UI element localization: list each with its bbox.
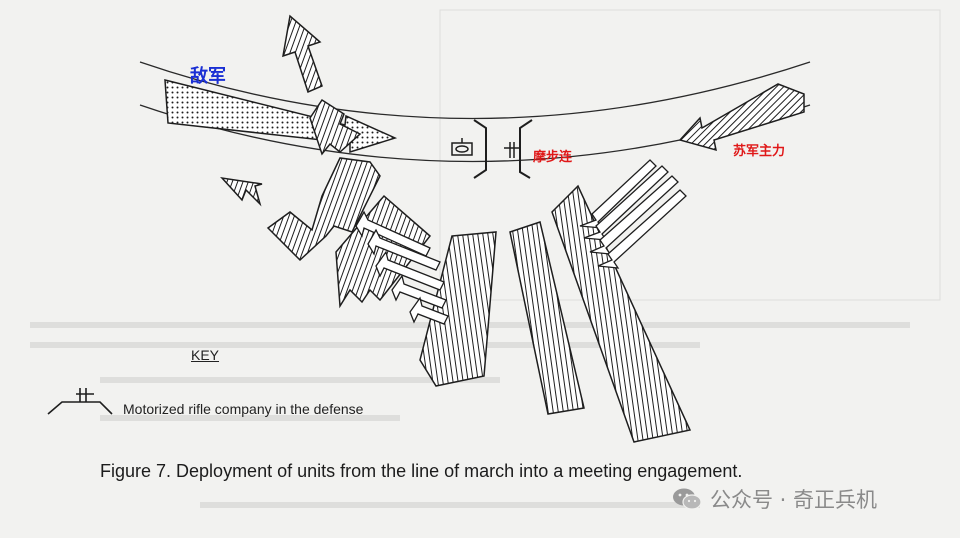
deployment-arrows-left	[355, 210, 449, 325]
key-title: KEY	[191, 347, 220, 363]
key-symbol	[47, 388, 113, 415]
watermark: 公众号 · 奇正兵机	[672, 484, 877, 514]
key-symbol-description: Motorized rifle company in the defense	[123, 401, 364, 417]
watermark-text: 公众号 · 奇正兵机	[710, 488, 878, 512]
enemy-advance-arrow	[164, 79, 398, 154]
company-symbol-right	[519, 119, 533, 179]
wechat-icon	[673, 488, 702, 510]
hq-symbol	[451, 138, 473, 156]
main-force-label: 苏军主力	[733, 144, 786, 159]
deployment-wedge-2	[509, 221, 585, 415]
company-symbol-left	[473, 119, 487, 179]
figure-caption: Figure 7. Deployment of units from the l…	[100, 461, 743, 481]
company-label: 摩步连	[533, 150, 573, 165]
company-symbol-mark	[504, 142, 520, 158]
road-edge-top	[139, 61, 811, 120]
enemy-arrow-north	[282, 14, 323, 94]
enemy-block-lower	[335, 194, 432, 309]
deployment-wedge-1	[419, 231, 497, 387]
deployment-arrows-right	[579, 159, 687, 269]
enemy-arrow-small	[220, 176, 263, 207]
deployment-wedge-3	[551, 184, 692, 443]
enemy-arrow-forward	[309, 98, 362, 156]
main-force-arrow	[678, 83, 805, 152]
enemy-block-left	[266, 157, 381, 262]
enemy-label: 敌军	[190, 66, 226, 87]
